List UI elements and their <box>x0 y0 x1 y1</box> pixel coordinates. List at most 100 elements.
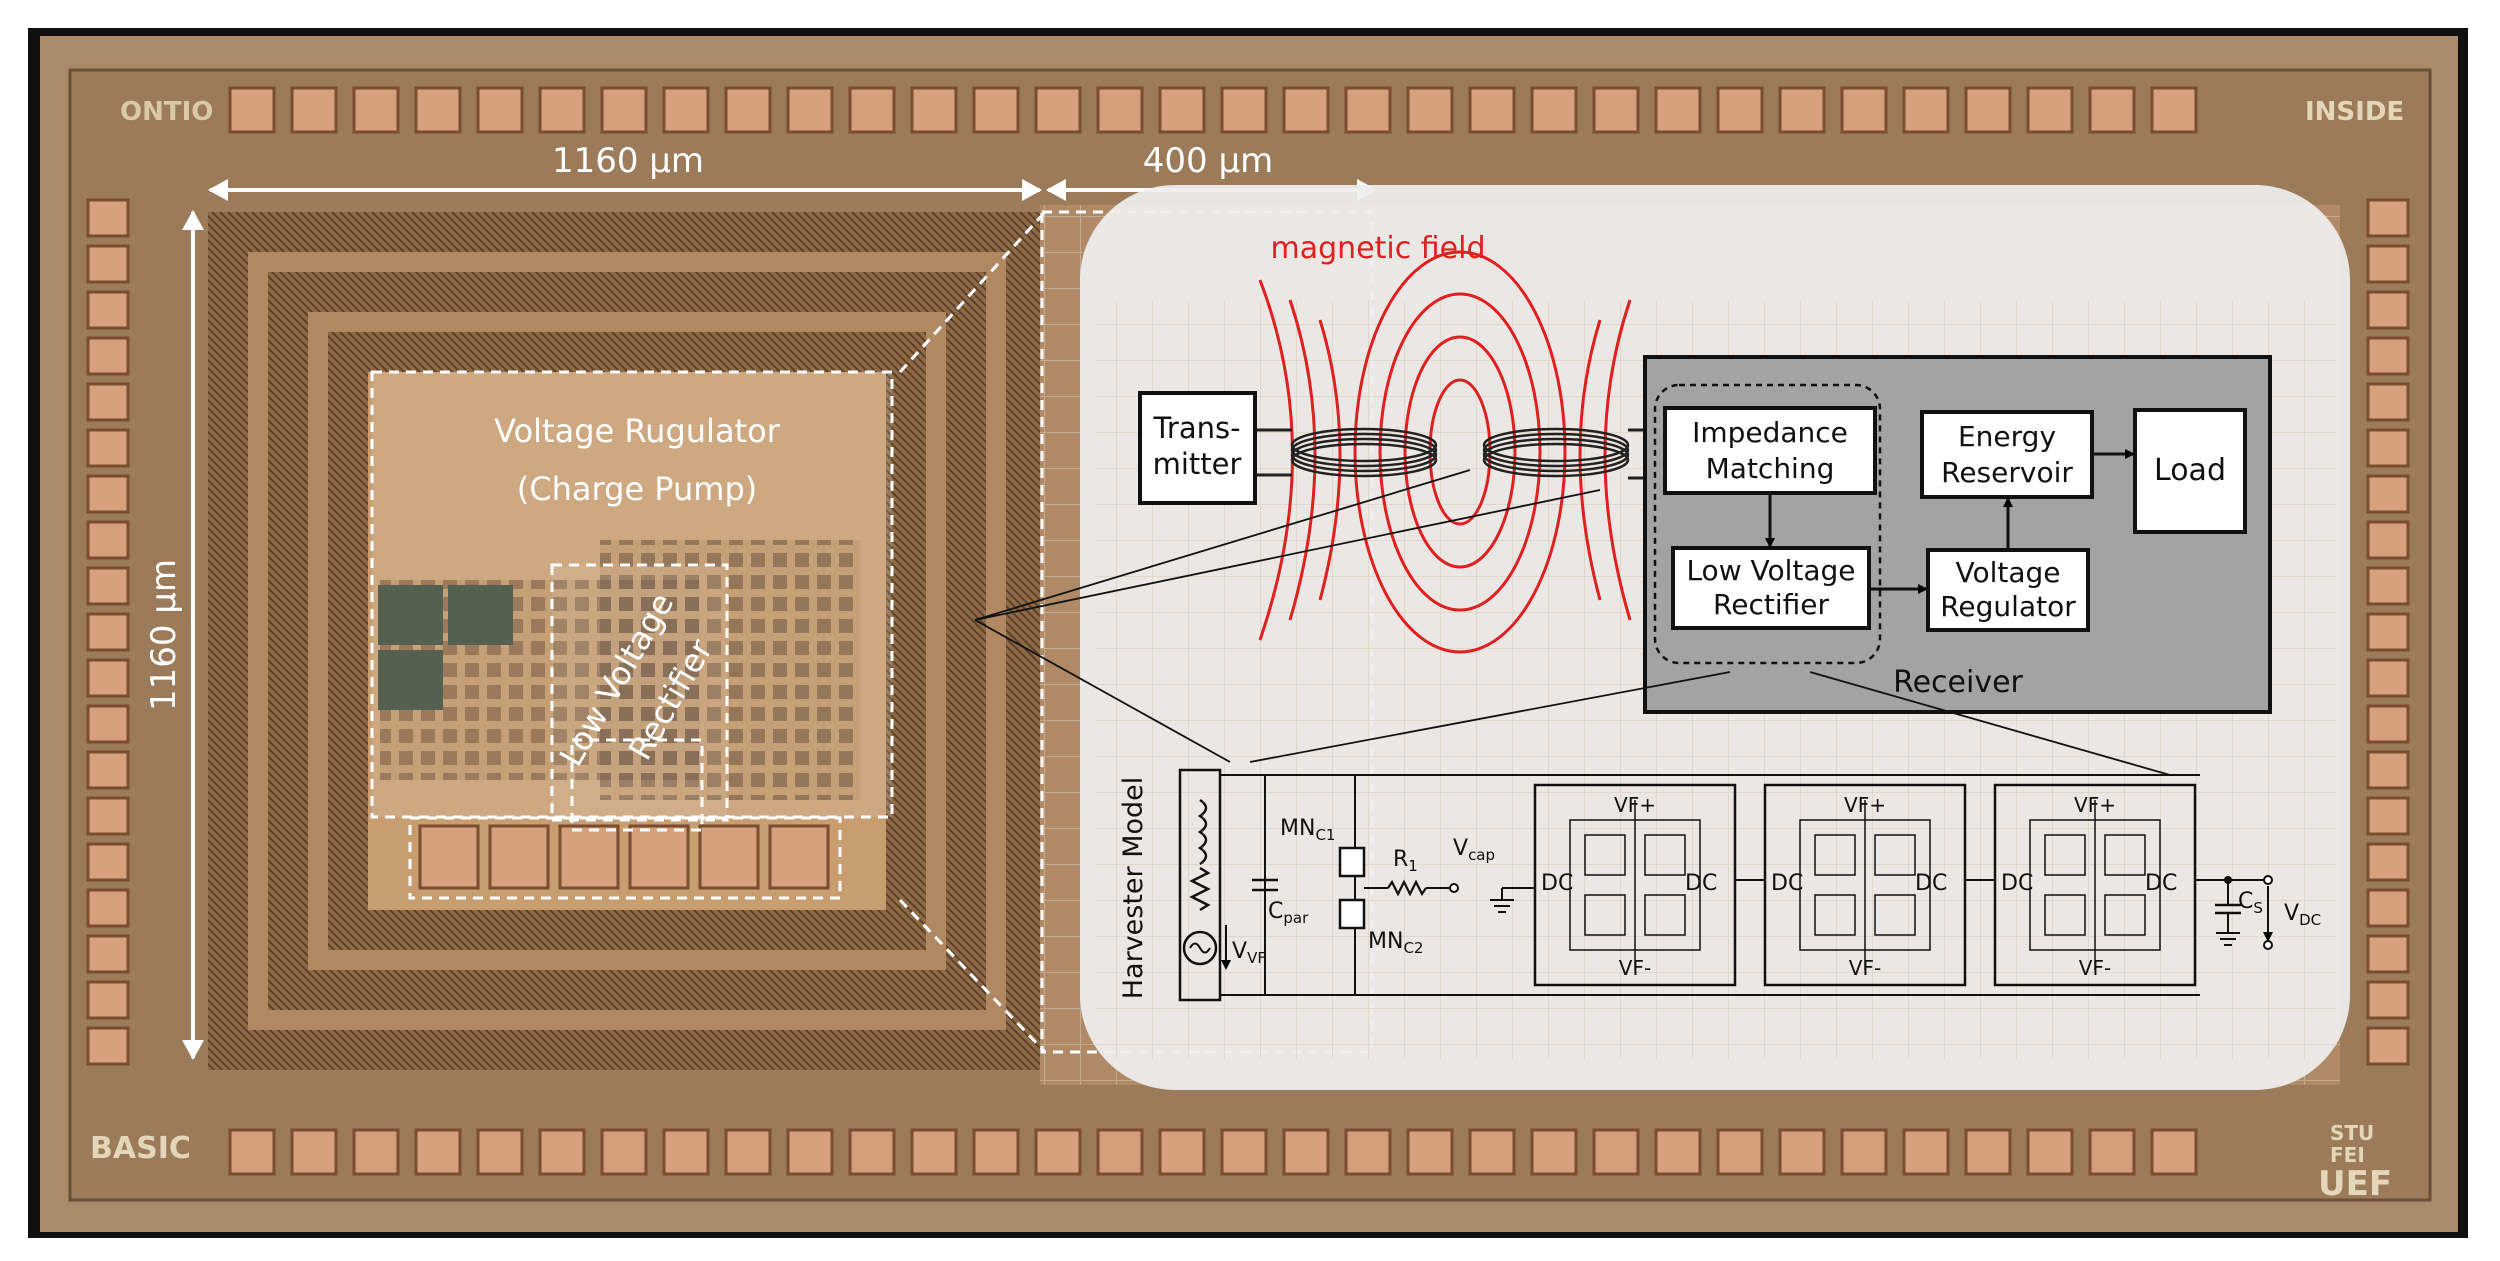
mnc2-transistor-icon <box>1338 898 1366 930</box>
receiver-coil <box>1482 427 1630 478</box>
pad-left-15 <box>86 888 130 928</box>
pad-bottom-8 <box>724 1128 772 1176</box>
pad-left-8 <box>86 566 130 606</box>
field-arc-left-1 <box>1288 299 1317 621</box>
pad-top-5 <box>538 86 586 134</box>
mnc1-label: MNC1 <box>1280 816 1335 844</box>
pad-top-21 <box>1530 86 1578 134</box>
cpar-label: Cpar <box>1268 899 1309 927</box>
pad-bottom-30 <box>2088 1128 2136 1176</box>
harvester-model-box <box>1178 768 1222 1002</box>
vdc-node-top <box>2263 875 2273 885</box>
pad-left-12 <box>86 750 130 790</box>
reservoir-label-line2: Reservoir <box>1941 456 2073 489</box>
pad-left-5 <box>86 428 130 468</box>
field-arc-right-1 <box>1603 299 1632 621</box>
pad-bottom-31 <box>2150 1128 2198 1176</box>
pad-top-20 <box>1468 86 1516 134</box>
stage-transistor-icon-3 <box>1644 894 1686 936</box>
pad-bottom-5 <box>538 1128 586 1176</box>
stage-transistor-icon-0 <box>1814 834 1856 876</box>
pad-right-13 <box>2366 796 2410 836</box>
rectifier-block-line1: Low Voltage <box>1686 554 1855 587</box>
pad-bottom-3 <box>414 1128 462 1176</box>
pad-top-27 <box>1902 86 1950 134</box>
stage-box <box>1993 783 2197 987</box>
stage-transistor-icon-2 <box>1814 894 1856 936</box>
vdc-node-bottom <box>2263 940 2273 950</box>
r1-resistor-icon <box>1387 879 1427 897</box>
callout-line-5 <box>1809 671 2171 776</box>
stage-dc-right-label: DC <box>1915 871 1947 896</box>
stage-transistor-icon-1 <box>2104 834 2146 876</box>
core-cap-3 <box>378 650 443 710</box>
corner-mark-uef: UEF <box>2318 1164 2392 1204</box>
pad-top-14 <box>1096 86 1144 134</box>
pad-left-13 <box>86 796 130 836</box>
ground-icon-right <box>2216 913 2240 946</box>
field-loop-3 <box>1378 292 1542 612</box>
pad-right-12 <box>2366 750 2410 790</box>
stage-transistor-icon-3 <box>1874 894 1916 936</box>
callout-line-1 <box>974 469 1471 621</box>
stage-transistor-icon-2 <box>2044 894 2086 936</box>
pad-bottom-10 <box>848 1128 896 1176</box>
receiver-label: Receiver <box>1893 665 2023 700</box>
pad-bottom-17 <box>1282 1128 1330 1176</box>
pad-top-28 <box>1964 86 2012 134</box>
charge-pump-region <box>370 370 894 819</box>
pad-right-10 <box>2366 658 2410 698</box>
pad-top-12 <box>972 86 1020 134</box>
core-pad-2 <box>558 824 620 890</box>
pad-right-0 <box>2366 198 2410 238</box>
pad-bottom-0 <box>228 1128 276 1176</box>
receiver-frontend-group <box>1653 383 1882 665</box>
pad-bottom-13 <box>1034 1128 1082 1176</box>
bond-pads <box>86 86 2410 1176</box>
pad-top-0 <box>228 86 276 134</box>
pad-bottom-23 <box>1654 1128 1702 1176</box>
stage-transistor-icon-2 <box>1584 894 1626 936</box>
load-block <box>2133 408 2247 534</box>
pad-left-10 <box>86 658 130 698</box>
pad-left-2 <box>86 290 130 330</box>
pad-right-3 <box>2366 336 2410 376</box>
pad-bottom-25 <box>1778 1128 1826 1176</box>
dimension-label-400: 400 µm <box>1143 141 1273 181</box>
pad-bottom-22 <box>1592 1128 1640 1176</box>
pad-top-6 <box>600 86 648 134</box>
reservoir-label-line1: Energy <box>1958 420 2056 453</box>
pad-right-7 <box>2366 520 2410 560</box>
pad-bottom-29 <box>2026 1128 2074 1176</box>
stage-transistor-icon-0 <box>1584 834 1626 876</box>
pad-top-10 <box>848 86 896 134</box>
stage-vf-minus-label: VF- <box>2079 956 2111 980</box>
corner-mark-basic: BASIC <box>90 1131 191 1166</box>
stage-vf-minus-label: VF- <box>1849 956 1881 980</box>
harvester-model-label: Harvester Model <box>1118 777 1149 1000</box>
pad-left-9 <box>86 612 130 652</box>
impedance-label-line2: Matching <box>1706 452 1835 485</box>
pad-right-15 <box>2366 888 2410 928</box>
pad-top-9 <box>786 86 834 134</box>
core-pads <box>418 824 830 890</box>
pad-bottom-18 <box>1344 1128 1392 1176</box>
corner-mark-fei: FEI <box>2330 1143 2365 1167</box>
pad-right-1 <box>2366 244 2410 284</box>
pad-top-24 <box>1716 86 1764 134</box>
pad-top-2 <box>352 86 400 134</box>
pad-top-7 <box>662 86 710 134</box>
stage-vf-plus-label: VF+ <box>1614 793 1656 817</box>
pad-right-2 <box>2366 290 2410 330</box>
magnetic-field-label: magnetic field <box>1271 231 1486 266</box>
pad-bottom-6 <box>600 1128 648 1176</box>
rectifier-region <box>550 563 729 822</box>
mnc2-label: MNC2 <box>1368 929 1423 957</box>
load-label: Load <box>2154 453 2226 488</box>
transmitter-label-line1: Trans- <box>1152 411 1240 445</box>
pad-top-15 <box>1158 86 1206 134</box>
stage-dc-left-label: DC <box>1541 871 1573 896</box>
